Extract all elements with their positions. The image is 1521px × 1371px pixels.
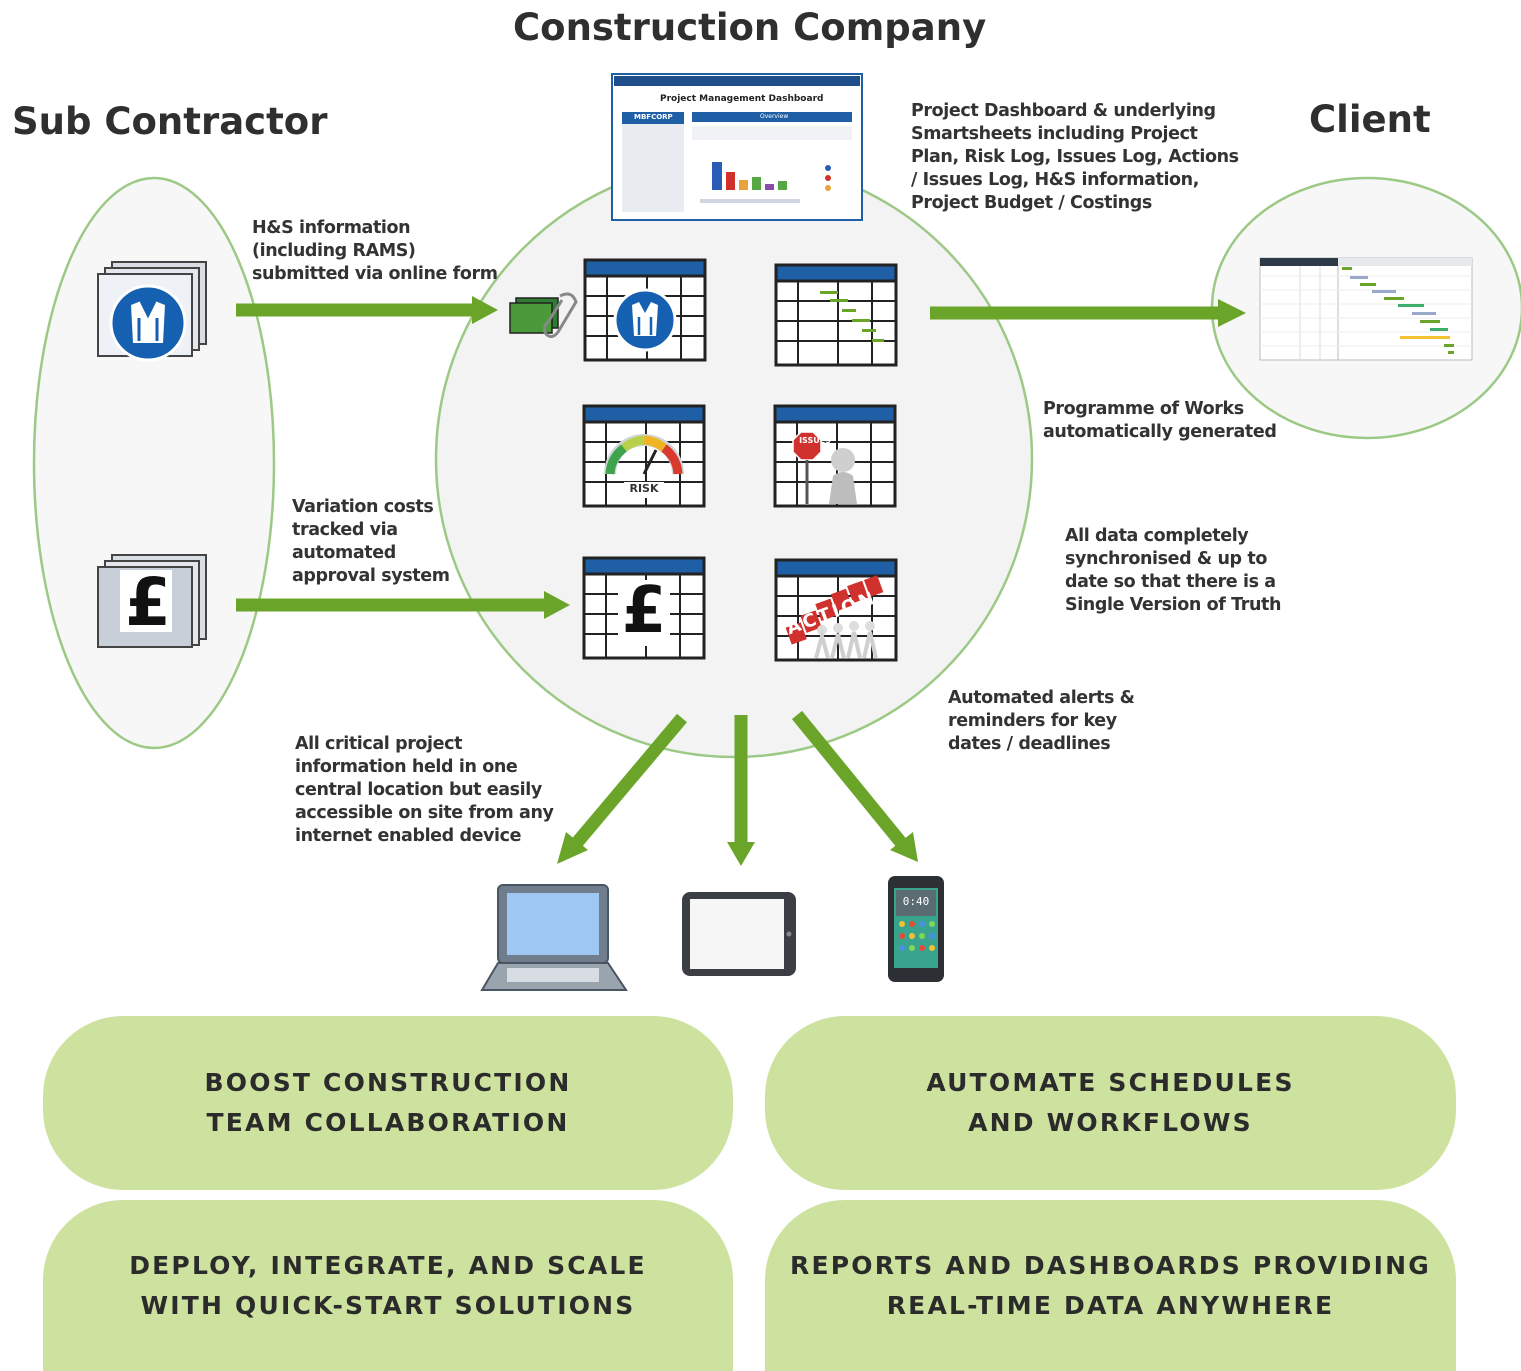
pill-reports-dashboards: REPORTS AND DASHBOARDS PROVIDING REAL-TI… <box>765 1200 1456 1371</box>
pill-line: BOOST CONSTRUCTION <box>204 1068 572 1097</box>
paperclip-docs-icon <box>509 292 578 339</box>
note-line: All data completely <box>1065 526 1249 546</box>
hs-sheet-icon <box>583 258 707 362</box>
note-line: Single Version of Truth <box>1065 595 1282 615</box>
note-data-sync: All data completely synchronised & up to… <box>1065 525 1281 617</box>
pound-symbol-subcontractor: £ <box>125 564 171 641</box>
note-line: automatically generated <box>1043 422 1277 442</box>
pill-line: TEAM COLLABORATION <box>206 1108 570 1137</box>
risk-label: RISK <box>629 482 659 495</box>
phone-screen-time: 0:40 <box>902 895 930 908</box>
note-line: Project Budget / Costings <box>911 193 1152 213</box>
note-automated-alerts: Automated alerts & reminders for key dat… <box>948 687 1135 756</box>
dashboard-thumb-logo: MBFCORP <box>634 113 673 121</box>
arrow-hs-to-company <box>236 296 498 324</box>
arrow-variation-to-company <box>236 591 570 619</box>
note-line: automated <box>292 543 396 563</box>
note-critical-information: All critical project information held in… <box>295 733 554 848</box>
client-heading: Client <box>1309 98 1431 141</box>
pill-line: REPORTS AND DASHBOARDS PROVIDING <box>790 1250 1431 1280</box>
phone-icon <box>888 876 944 982</box>
pill-line: DEPLOY, INTEGRATE, AND SCALE <box>129 1250 647 1280</box>
pill-line: AUTOMATE SCHEDULES <box>926 1068 1295 1097</box>
note-line: approval system <box>292 566 450 586</box>
note-line: synchronised & up to <box>1065 549 1267 569</box>
pill-line: WITH QUICK-START SOLUTIONS <box>140 1290 636 1320</box>
arrow-to-phone <box>791 710 918 862</box>
note-hs-information: H&S information (including RAMS) submitt… <box>252 217 498 286</box>
note-dashboard: Project Dashboard & underlying Smartshee… <box>911 100 1239 215</box>
note-line: central location but easily <box>295 780 542 800</box>
client-gantt-chart <box>1259 257 1473 361</box>
note-variation-costs: Variation costs tracked via automated ap… <box>292 496 450 588</box>
note-line: All critical project <box>295 734 463 754</box>
hs-document-stack-icon <box>97 261 207 362</box>
issues-label: ISSUES <box>799 436 831 445</box>
note-line: Variation costs <box>292 497 434 517</box>
gantt-sheet-icon <box>774 263 898 367</box>
note-line: submitted via online form <box>252 264 498 284</box>
pill-automate-schedules: AUTOMATE SCHEDULES AND WORKFLOWS <box>765 1016 1456 1190</box>
subcontractor-ellipse <box>32 176 276 750</box>
pound-sheet-icon <box>582 556 706 660</box>
note-line: Project Dashboard & underlying <box>911 101 1216 121</box>
tablet-icon <box>682 892 796 976</box>
note-line: tracked via <box>292 520 398 540</box>
laptop-icon <box>480 884 628 991</box>
company-circle <box>434 159 1034 759</box>
dashboard-thumb-title: Project Management Dashboard <box>660 94 824 104</box>
variation-document-stack-icon <box>97 554 207 648</box>
arrow-company-to-client <box>930 299 1246 327</box>
pill-team-collaboration: BOOST CONSTRUCTION TEAM COLLABORATION <box>43 1016 733 1190</box>
note-line: / Issues Log, H&S information, <box>911 170 1199 190</box>
issues-sheet-icon <box>773 404 897 508</box>
pill-line: AND WORKFLOWS <box>968 1108 1253 1137</box>
pill-deploy-integrate-scale: DEPLOY, INTEGRATE, AND SCALE WITH QUICK-… <box>43 1200 733 1371</box>
note-line: date so that there is a <box>1065 572 1276 592</box>
note-line: Programme of Works <box>1043 399 1244 419</box>
dashboard-thumb-overview: Overview <box>760 113 789 120</box>
note-line: internet enabled device <box>295 826 522 846</box>
note-line: accessible on site from any <box>295 803 554 823</box>
note-programme-of-works: Programme of Works automatically generat… <box>1043 398 1277 444</box>
dashboard-thumbnail <box>611 73 863 221</box>
pound-symbol-company: £ <box>621 574 667 648</box>
subcontractor-heading: Sub Contractor <box>12 100 328 143</box>
risk-sheet-icon <box>582 404 706 508</box>
pill-line: REAL-TIME DATA ANYWHERE <box>886 1290 1335 1320</box>
note-line: dates / deadlines <box>948 734 1111 754</box>
note-line: information held in one <box>295 757 518 777</box>
arrow-to-tablet <box>727 715 755 866</box>
note-line: Plan, Risk Log, Issues Log, Actions <box>911 147 1239 167</box>
note-line: (including RAMS) <box>252 241 416 261</box>
note-line: Automated alerts & <box>948 688 1135 708</box>
company-heading: Construction Company <box>513 6 987 49</box>
note-line: reminders for key <box>948 711 1117 731</box>
action-sheet-icon <box>774 558 898 662</box>
note-line: Smartsheets including Project <box>911 124 1198 144</box>
arrow-to-laptop <box>557 713 687 864</box>
note-line: H&S information <box>252 218 411 238</box>
